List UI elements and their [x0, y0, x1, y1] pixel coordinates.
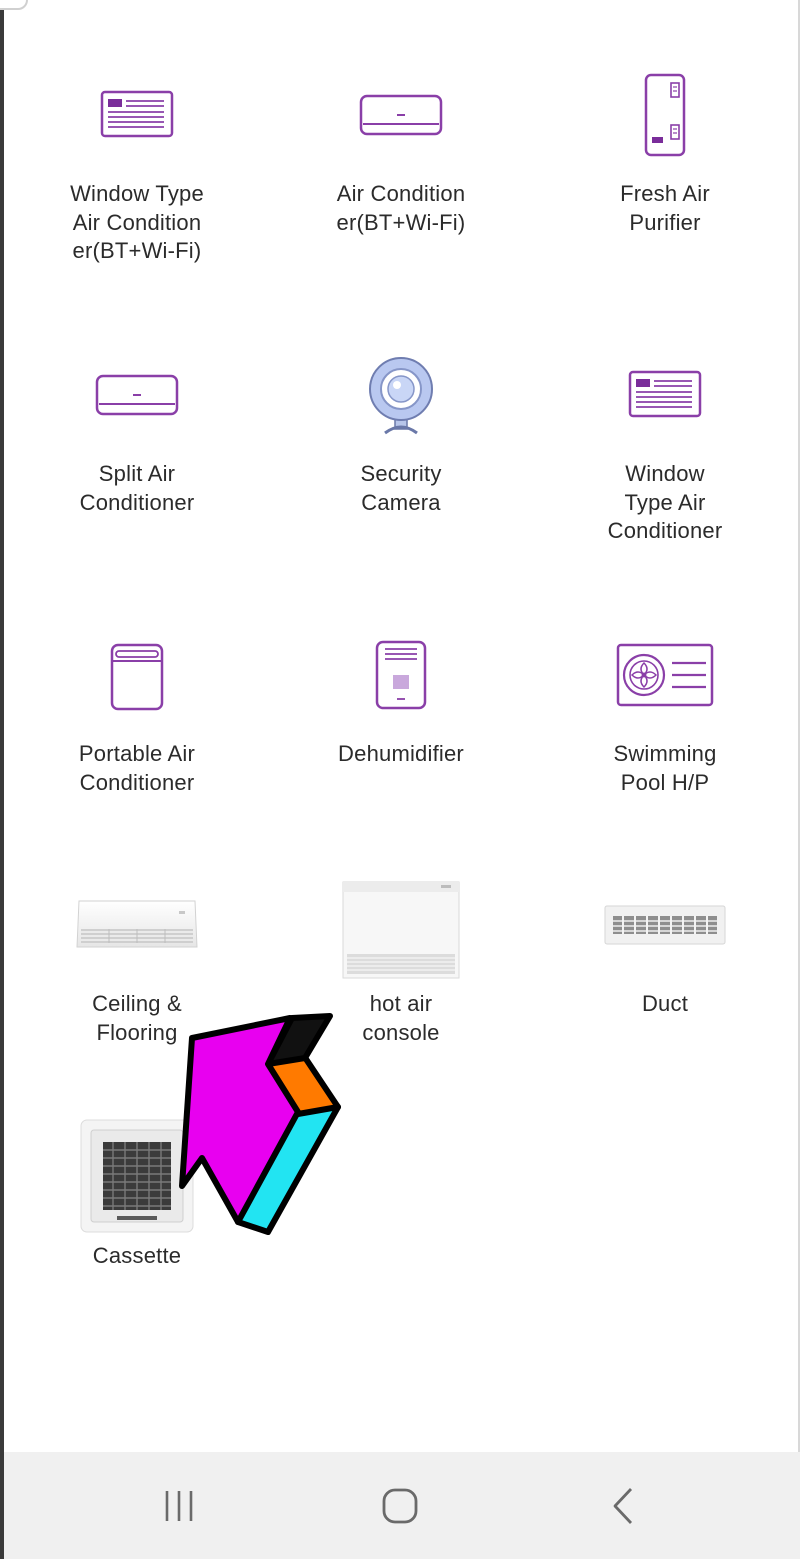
device-label: Ceiling & Flooring	[92, 991, 182, 1045]
device-item-ceiling-flooring[interactable]: Ceiling & Flooring	[4, 870, 270, 1070]
device-item-portable-ac[interactable]: Portable Air Conditioner	[4, 632, 270, 832]
back-button[interactable]	[594, 1482, 654, 1530]
device-label: Cassette	[92, 1243, 182, 1268]
duct-unit-image	[532, 870, 798, 980]
device-item-security-camera[interactable]: Security Camera	[268, 350, 534, 560]
window-ac-icon	[4, 70, 270, 160]
console-unit-image	[268, 870, 534, 986]
split-ac-icon	[4, 350, 270, 440]
home-button[interactable]	[370, 1482, 430, 1530]
device-label: Fresh Air Purifier	[620, 181, 710, 235]
ceiling-unit-image	[4, 870, 270, 980]
device-label: Air Condition er(BT+Wi-Fi)	[336, 181, 466, 235]
device-item-hot-air-console[interactable]: hot air console	[268, 870, 534, 1070]
heat-pump-icon	[532, 632, 798, 718]
device-label: Security Camera	[360, 461, 442, 515]
device-item-dehumidifier[interactable]: Dehumidifier	[268, 632, 534, 832]
recent-apps-icon	[165, 1491, 193, 1521]
device-item-fresh-air-purifier[interactable]: Fresh Air Purifier	[532, 70, 798, 280]
device-label: hot air console	[362, 991, 440, 1045]
device-item-split-ac[interactable]: Split Air Conditioner	[4, 350, 270, 560]
wall-ac-icon	[268, 70, 534, 160]
system-nav-bar	[4, 1452, 800, 1559]
device-label: Split Air Conditioner	[79, 461, 195, 515]
cassette-unit-image	[4, 1114, 270, 1238]
screen-edge	[0, 0, 4, 1559]
device-label: Window Type Air Conditioner	[607, 461, 723, 543]
home-icon	[382, 1488, 418, 1524]
device-label: Dehumidifier	[338, 741, 464, 766]
window-ac-icon	[532, 350, 798, 440]
security-camera-icon	[268, 350, 534, 440]
device-item-cassette[interactable]: Cassette	[4, 1114, 270, 1284]
portable-ac-icon	[4, 632, 270, 718]
device-item-wall-ac-bt-wifi[interactable]: Air Condition er(BT+Wi-Fi)	[268, 70, 534, 280]
device-label: Swimming Pool H/P	[613, 741, 717, 795]
device-label: Duct	[641, 991, 689, 1016]
screen-edge	[798, 0, 800, 1559]
device-item-swimming-pool-hp[interactable]: Swimming Pool H/P	[532, 632, 798, 832]
fresh-air-purifier-icon	[532, 70, 798, 160]
recent-apps-button[interactable]	[149, 1482, 209, 1530]
device-item-window-ac[interactable]: Window Type Air Conditioner	[532, 350, 798, 560]
device-label: Window Type Air Condition er(BT+Wi-Fi)	[70, 181, 204, 263]
device-item-window-ac-bt-wifi[interactable]: Window Type Air Condition er(BT+Wi-Fi)	[4, 70, 270, 280]
device-label: Portable Air Conditioner	[78, 741, 196, 795]
device-item-duct[interactable]: Duct	[532, 870, 798, 1070]
dehumidifier-icon	[268, 632, 534, 718]
back-icon	[613, 1488, 633, 1524]
